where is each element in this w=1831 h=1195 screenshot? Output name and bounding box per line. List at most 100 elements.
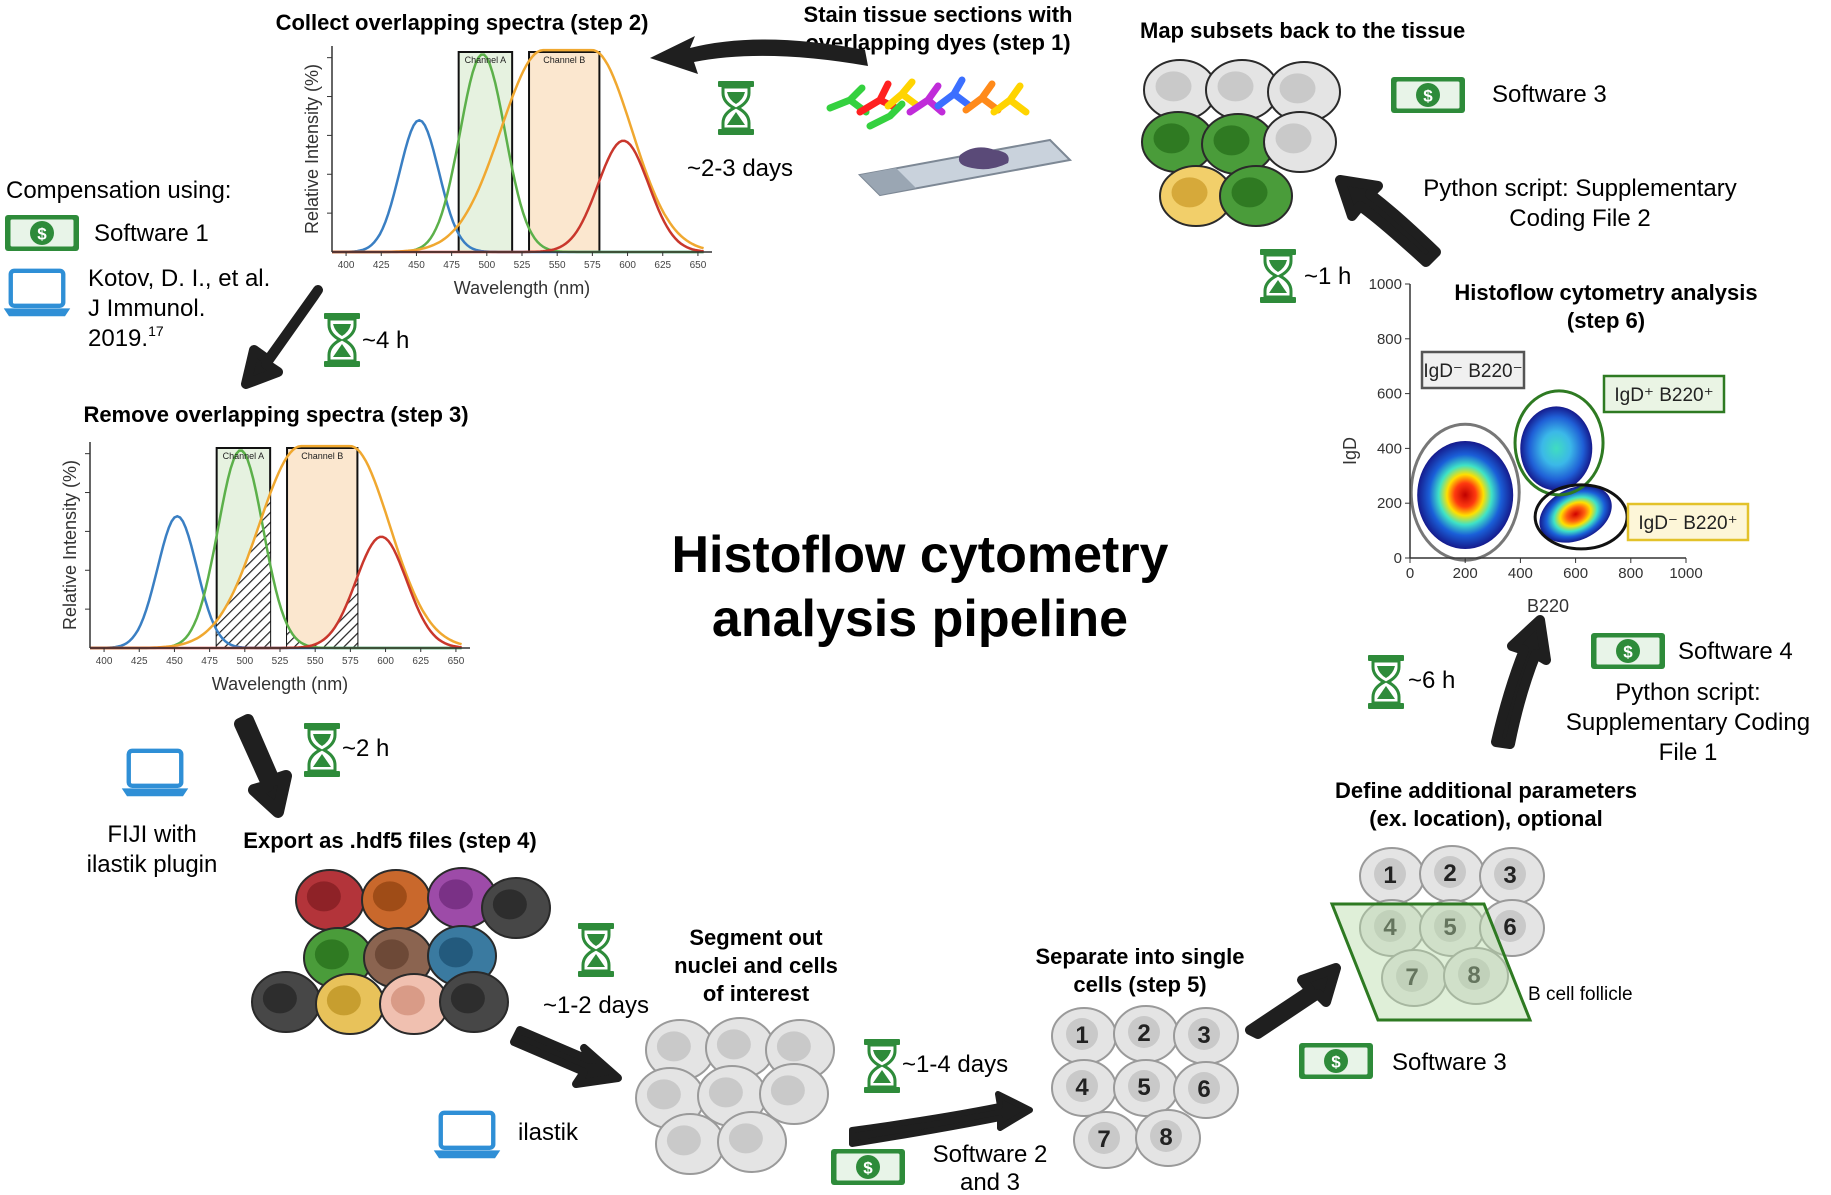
x-tick-label: 600	[377, 656, 394, 667]
colored-cell	[427, 925, 497, 987]
cell-nucleus	[1434, 910, 1466, 942]
gate-label-box	[1420, 350, 1526, 390]
cell-number: 4	[1075, 1074, 1089, 1101]
step6-script-line-2: Supplementary Coding	[1566, 709, 1810, 736]
grey-cell	[705, 1017, 775, 1079]
numbered-cell: 8	[1135, 1109, 1201, 1167]
colored-cell	[379, 973, 449, 1035]
x-tick-label: 600	[1563, 565, 1588, 582]
x-tick-label: 400	[1508, 565, 1533, 582]
colored-cell	[315, 973, 385, 1035]
numbered-cell: 2	[1113, 1005, 1179, 1063]
colored-cell	[361, 869, 431, 931]
channel-b-overlap-hatch	[287, 576, 358, 648]
colored-cell	[251, 971, 321, 1033]
cell-nucleus	[1434, 856, 1466, 888]
numbered-cell: 5	[1419, 899, 1485, 957]
gate-label-box	[1602, 374, 1726, 414]
x-tick-label: 500	[478, 260, 495, 271]
grey-cells-cluster	[635, 1017, 835, 1175]
cell-nucleus	[390, 985, 425, 1016]
x-tick-label: 550	[307, 656, 324, 667]
money-icon	[1590, 632, 1666, 670]
map-software: Software 3	[1492, 81, 1607, 108]
step6-title-line-1: Histoflow cytometry analysis	[1454, 280, 1757, 305]
title-line-1: Histoflow cytometry	[672, 526, 1169, 584]
ref-line-2: J Immunol.	[88, 295, 205, 322]
channel-b-label: Channel B	[301, 451, 343, 461]
step6-title-line-2: (step 6)	[1567, 308, 1645, 333]
orange-spectrum	[332, 48, 704, 254]
grey-cell	[655, 1113, 725, 1175]
mapped-cell	[1263, 111, 1337, 173]
hourglass-icon	[302, 722, 342, 778]
cell-nucleus	[1374, 910, 1406, 942]
params-line-1: Define additional parameters	[1335, 778, 1637, 803]
cell-number: 8	[1467, 962, 1480, 989]
fiji-line-1: FIJI with	[107, 821, 196, 848]
cell-nucleus	[438, 879, 473, 910]
population-igd-neg-b220-neg	[1417, 440, 1514, 549]
ref-line-1: Kotov, D. I., et al.	[88, 265, 270, 292]
x-axis-label: Wavelength (nm)	[454, 278, 590, 298]
cell-nucleus	[262, 983, 297, 1014]
y-axis-label: IgD	[1340, 437, 1360, 465]
x-tick-label: 450	[166, 656, 183, 667]
money-icon	[1390, 76, 1466, 114]
laptop-icon	[122, 751, 189, 797]
cell-number: 3	[1503, 862, 1516, 889]
x-tick-label: 425	[373, 260, 390, 271]
mapped-cell	[1205, 59, 1279, 121]
mapped-cell	[1159, 165, 1233, 227]
numbered-cell: 3	[1479, 847, 1545, 905]
map-title: Map subsets back to the tissue	[1140, 18, 1465, 43]
cell-nucleus	[646, 1079, 681, 1110]
x-tick-label: 400	[338, 260, 355, 271]
compensation-heading: Compensation using:	[6, 177, 231, 204]
cell-nucleus	[1458, 958, 1490, 990]
x-tick-label: 625	[412, 656, 429, 667]
y-tick-label: 800	[1377, 331, 1402, 348]
b-cell-follicle-region	[1329, 902, 1533, 1022]
cell-number: 7	[1405, 964, 1418, 991]
mapped-cell	[1267, 61, 1341, 123]
arrow-step1-to-step2	[650, 36, 868, 74]
x-axis-label: Wavelength (nm)	[212, 674, 348, 694]
pipeline-title: Histoflow cytometry analysis pipeline	[672, 526, 1169, 648]
x-tick-label: 650	[690, 260, 707, 271]
cell-nucleus	[372, 881, 407, 912]
x-tick-label: 625	[654, 260, 671, 271]
params-time: ~6 h	[1408, 667, 1455, 694]
step5-software-line-2: and 3	[960, 1169, 1020, 1195]
cell-nucleus	[450, 983, 485, 1014]
step1-title-line-1: Stain tissue sections with	[804, 2, 1073, 27]
numbered-cell: 4	[1051, 1059, 1117, 1117]
gate-label-igd-neg-b220-pos: IgD⁻ B220⁺	[1626, 502, 1750, 542]
step2-section: Collect overlapping spectra (step 2) Cha…	[276, 10, 712, 298]
gate-label-box	[1626, 502, 1750, 542]
cell-number: 4	[1383, 914, 1397, 941]
channel-a-label: Channel A	[223, 451, 265, 461]
x-tick-label: 0	[1406, 565, 1414, 582]
step5-time: ~1-4 days	[902, 1051, 1008, 1078]
map-script-line-1: Python script: Supplementary	[1423, 175, 1737, 202]
cell-nucleus	[1066, 1018, 1098, 1050]
colored-cell	[363, 927, 433, 989]
numbered-cell: 4	[1359, 899, 1425, 957]
arrow-step5-to-params	[1245, 963, 1341, 1039]
cell-number: 6	[1197, 1076, 1210, 1103]
numbered-cell: 5	[1113, 1059, 1179, 1117]
numbered-cell: 8	[1443, 947, 1509, 1005]
map-script-line-2: Coding File 2	[1509, 205, 1650, 232]
arrow-params-to-step6	[1491, 615, 1551, 749]
population-igd-pos-b220-pos	[1520, 406, 1593, 491]
cell-nucleus	[1188, 1018, 1220, 1050]
x-tick-label: 575	[342, 656, 359, 667]
cell-nucleus	[666, 1125, 701, 1156]
x-tick-label: 525	[272, 656, 289, 667]
x-tick-label: 650	[448, 656, 465, 667]
cell-number: 2	[1443, 860, 1456, 887]
cell-nucleus	[1217, 71, 1254, 102]
